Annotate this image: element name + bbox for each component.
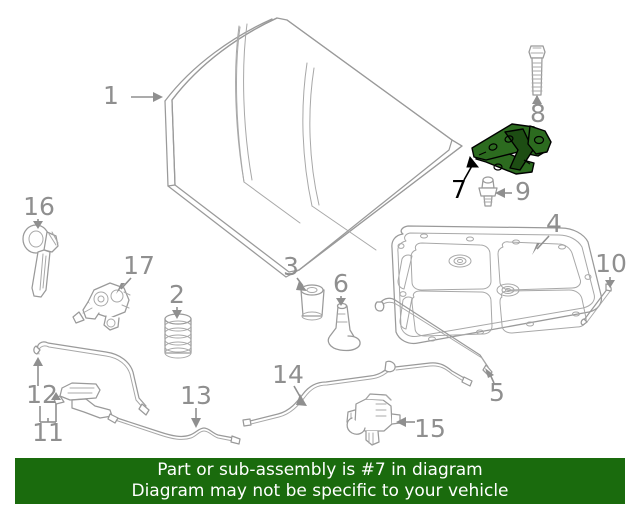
banner-line-disclaimer: Diagram may not be specific to your vehi…: [131, 481, 509, 501]
callout-label-13: 13: [180, 381, 212, 410]
part-stud-bolt: [478, 176, 498, 207]
callout-label-8: 8: [530, 99, 546, 128]
callout-label-11: 11: [32, 418, 64, 447]
leader-3: [296, 277, 307, 291]
part-hinge-bracket: [22, 224, 59, 298]
callout-label-1: 1: [103, 81, 119, 110]
part-coil-spring: [164, 313, 192, 359]
part-hood-latch: [346, 393, 401, 446]
leader-14: [293, 385, 307, 406]
callout-label-6: 6: [333, 269, 349, 298]
callout-label-17: 17: [123, 251, 155, 280]
leader-1: [131, 92, 163, 102]
callout-label-4: 4: [546, 209, 562, 238]
leader-10: [605, 277, 615, 288]
leader-7: [463, 155, 480, 181]
leader-2: [172, 307, 182, 319]
callout-label-15: 15: [414, 414, 446, 443]
part-hinge-bolt: [528, 45, 546, 96]
callout-label-10: 10: [595, 249, 627, 278]
callout-label-12: 12: [26, 380, 58, 409]
part-support-rod-right: [580, 283, 612, 326]
part-release-cable-rear: [242, 360, 473, 427]
leader-5: [485, 368, 495, 384]
part-hood-insulator-pad: [391, 225, 603, 345]
part-latch-mechanism: [72, 282, 131, 331]
part-hood-panel: [164, 17, 463, 278]
leader-4: [532, 235, 550, 255]
banner-line-part-number: Part or sub-assembly is #7 in diagram: [157, 460, 483, 480]
leader-11-12: [33, 357, 61, 423]
part-hood-hinge-highlighted: [471, 123, 552, 175]
callout-label-3: 3: [283, 252, 299, 281]
callout-label-2: 2: [169, 280, 185, 309]
part-release-handle: [53, 382, 113, 419]
callout-label-16: 16: [23, 192, 55, 221]
part-release-cable-handle: [33, 341, 150, 416]
part-notice-banner: Part or sub-assembly is #7 in diagram Di…: [15, 458, 625, 504]
leader-17: [116, 277, 132, 294]
callout-label-7: 7: [451, 175, 467, 204]
leader-6: [336, 296, 346, 306]
part-release-cable-front: [107, 413, 241, 445]
leader-9: [495, 188, 512, 198]
leader-13: [191, 408, 201, 428]
callout-label-14: 14: [272, 360, 304, 389]
callout-label-5: 5: [489, 378, 505, 407]
leader-16: [33, 219, 43, 229]
part-hood-bumper-stopper: [327, 302, 361, 352]
leader-15: [396, 417, 415, 427]
callout-label-9: 9: [515, 177, 531, 206]
leader-8: [532, 95, 542, 104]
